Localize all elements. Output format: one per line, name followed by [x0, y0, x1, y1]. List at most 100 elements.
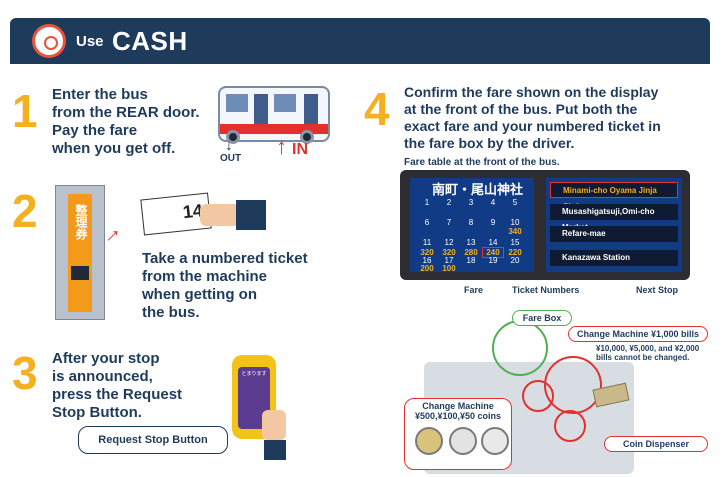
fare-row: 200 100: [416, 264, 532, 274]
fare-cell: 5: [512, 198, 518, 207]
ticket-machine-label: 整理券: [74, 204, 88, 240]
bus-stripe: [220, 124, 328, 134]
bus-window: [226, 94, 248, 112]
fare-cell: 2: [446, 198, 452, 207]
fare-cell: 20: [510, 256, 520, 265]
fare-box-label: Fare Box: [512, 310, 572, 326]
fare-cell: 14: [488, 238, 498, 247]
step-1-line: when you get off.: [52, 140, 176, 157]
fare-cell: 220: [508, 248, 522, 257]
fare-cell: 16: [422, 256, 432, 265]
step-3-line: is announced,: [52, 368, 153, 385]
step-2-line: the bus.: [142, 304, 200, 321]
fare-cell: 320: [420, 248, 434, 257]
step-number-1: 1: [12, 85, 38, 137]
fare-cell: 320: [442, 248, 456, 257]
step-4-text: Confirm the fare shown on the display at…: [404, 84, 661, 152]
stop-line: Refare-mae: [550, 226, 678, 242]
hand-icon: [200, 204, 240, 226]
bus-wheel: [226, 130, 240, 144]
header-use-label: Use: [76, 33, 104, 50]
bus-window: [274, 94, 296, 112]
fare-cell: 12: [444, 238, 454, 247]
fare-cell: 7: [446, 218, 452, 227]
step-1-line: Pay the fare: [52, 122, 138, 139]
stop-line: Kanazawa Station: [550, 250, 678, 266]
fare-row: 340: [416, 227, 532, 237]
fare-row: 16 17 18 19 20: [416, 256, 532, 266]
coin-changer-highlight: [522, 380, 554, 412]
bus-wheel: [300, 130, 314, 144]
fare-cell: 9: [490, 218, 496, 227]
sleeve: [236, 200, 266, 230]
fare-table-caption: Fare table at the front of the bus.: [404, 157, 560, 168]
fare-cell: 19: [488, 256, 498, 265]
step-4-line: the fare box by the driver.: [404, 135, 575, 151]
fare-row: 1 2 3 4 5: [416, 198, 532, 208]
fare-cell-highlight: 240: [482, 247, 504, 258]
step-1-line: Enter the bus: [52, 86, 148, 103]
stop-line: Musashigatsuji,Omi-cho Market: [550, 204, 678, 232]
ticket-numbers-label: Ticket Numbers: [512, 285, 580, 295]
coins-icon: [32, 24, 66, 58]
down-arrow-icon: ↓: [225, 137, 233, 154]
step-4-line: Confirm the fare shown on the display: [404, 84, 659, 100]
next-stop-label: Next Stop: [636, 285, 679, 295]
request-stop-callout: Request Stop Button: [78, 426, 228, 454]
change-bills-title: Change Machine ¥1,000 bills: [568, 326, 708, 342]
fare-cell: 100: [442, 264, 456, 273]
fare-cell: 200: [420, 264, 434, 273]
step-1-text: Enter the bus from the REAR door. Pay th…: [52, 86, 200, 158]
coin-changer-title: Change Machine: [422, 401, 494, 411]
coin-changer-sub: ¥500,¥100,¥50 coins: [414, 411, 502, 421]
ticket-slot: [71, 266, 89, 280]
request-stop-text: とまります: [241, 371, 267, 377]
bus-out-label: OUT: [220, 153, 242, 164]
fare-cell: 4: [490, 198, 496, 207]
coin-500-icon: [415, 427, 443, 455]
header-title: CASH: [112, 26, 188, 56]
fare-cell: 280: [464, 248, 478, 257]
step-2-line: from the machine: [142, 268, 268, 285]
fare-box-highlight: [492, 320, 548, 376]
next-stop-panel: Minami-cho Oyama Jinja Shrine Musashigat…: [546, 178, 682, 272]
coins-row: [405, 421, 511, 457]
ticket-machine: 整理券: [55, 185, 105, 320]
step-1-line: from the REAR door.: [52, 104, 200, 121]
coin-dispenser-label: Coin Dispenser: [604, 436, 708, 452]
step-3-line: press the Request: [52, 386, 183, 403]
fare-cell: 18: [466, 256, 476, 265]
step-3-text: After your stop is announced, press the …: [52, 350, 182, 422]
pointing-hand-icon: [262, 410, 286, 440]
step-4-line: exact fare and your numbered ticket in: [404, 118, 661, 134]
bus-in-label: IN: [292, 141, 308, 158]
step-4-line: at the front of the bus. Put both the: [404, 101, 638, 117]
fare-cell: 340: [508, 227, 522, 236]
ticket-machine-face: [68, 194, 92, 312]
fare-table-title: 南町・尾山神社: [432, 182, 524, 197]
fare-cell: 10: [510, 218, 520, 227]
fare-cell: 3: [468, 198, 474, 207]
coin-100-icon: [449, 427, 477, 455]
fare-cell: 15: [510, 238, 520, 247]
bus-front-door: [304, 94, 318, 126]
fare-cell: 6: [424, 218, 430, 227]
step-2-text: Take a numbered ticket from the machine …: [142, 250, 308, 322]
sleeve: [264, 440, 286, 460]
fare-label: Fare: [464, 285, 484, 295]
fare-row: 320 320 280 240 220: [416, 247, 532, 258]
fare-cell: 13: [466, 238, 476, 247]
fare-cell: 1: [424, 198, 430, 207]
change-bills-note: ¥10,000, ¥5,000, and ¥2,000 bills cannot…: [596, 344, 700, 362]
step-3-line: After your stop: [52, 350, 160, 367]
step-number-2: 2: [12, 185, 38, 237]
bus-rear-door: [254, 94, 268, 126]
header-bar: Use CASH: [10, 18, 710, 64]
up-arrow-icon: ↑: [276, 134, 287, 159]
fare-cell: 17: [444, 256, 454, 265]
fare-cell: 11: [422, 238, 432, 247]
next-stop-line: Minami-cho Oyama Jinja Shrine: [550, 182, 678, 211]
